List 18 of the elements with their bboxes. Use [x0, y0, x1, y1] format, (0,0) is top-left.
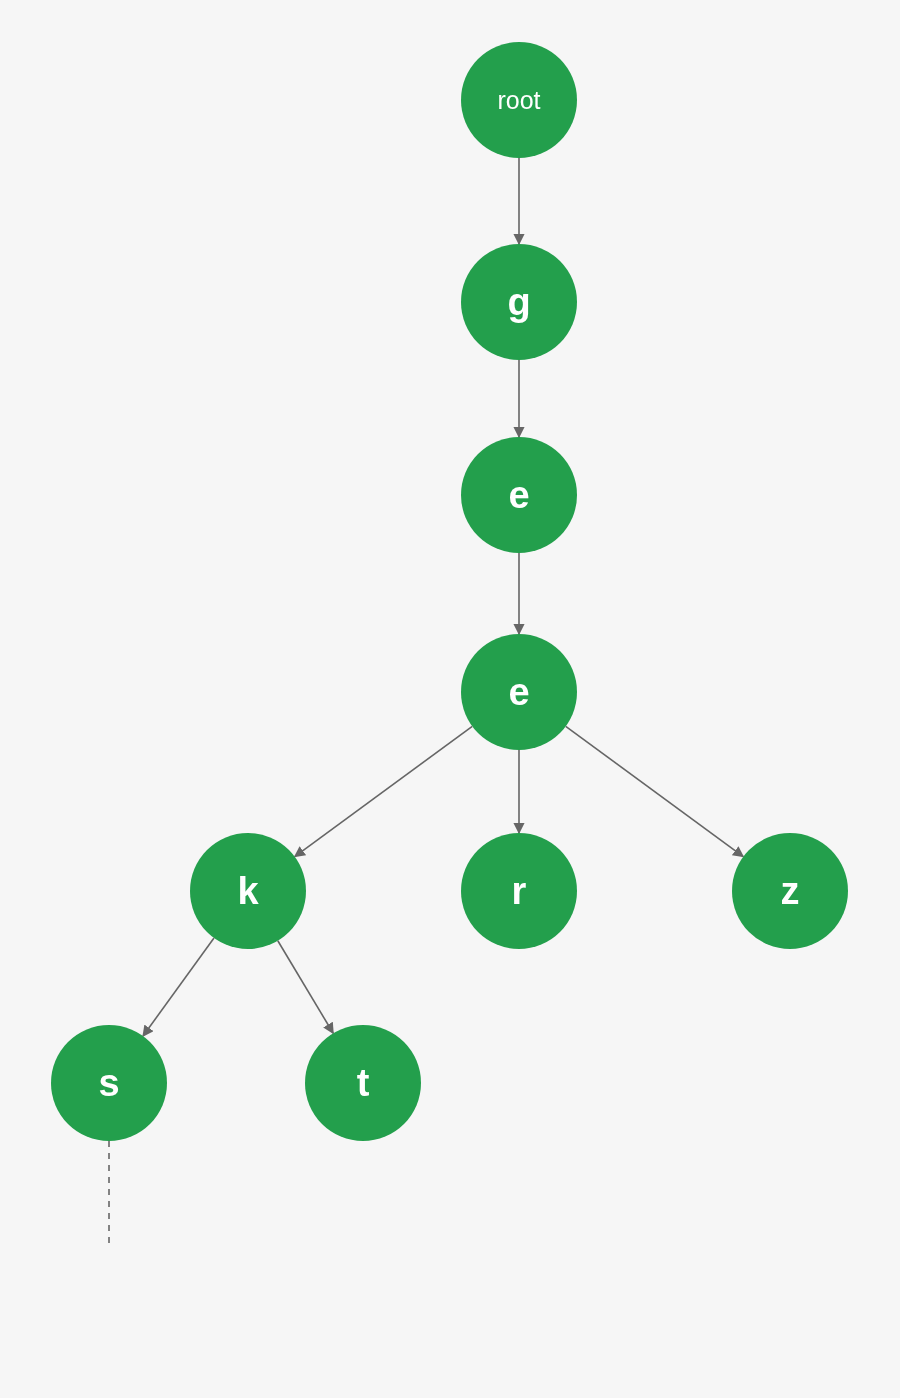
- arrow: [513, 359, 525, 439]
- node-label: s: [98, 1064, 120, 1102]
- arrow: [513, 749, 525, 835]
- node-label: r: [511, 872, 527, 910]
- arrow: [513, 157, 525, 246]
- node-label: t: [356, 1064, 370, 1102]
- arrow: [513, 552, 525, 636]
- arrow: [277, 939, 334, 1035]
- node-label: z: [780, 872, 800, 910]
- node-label: e: [508, 673, 530, 711]
- node-label: root: [497, 87, 541, 113]
- node-label: g: [507, 283, 531, 321]
- node-label: e: [508, 476, 530, 514]
- node-label: k: [237, 872, 259, 910]
- arrow: [142, 937, 215, 1037]
- arrow: [564, 725, 745, 858]
- dashed-line: [108, 1140, 110, 1246]
- arrow: [293, 725, 474, 858]
